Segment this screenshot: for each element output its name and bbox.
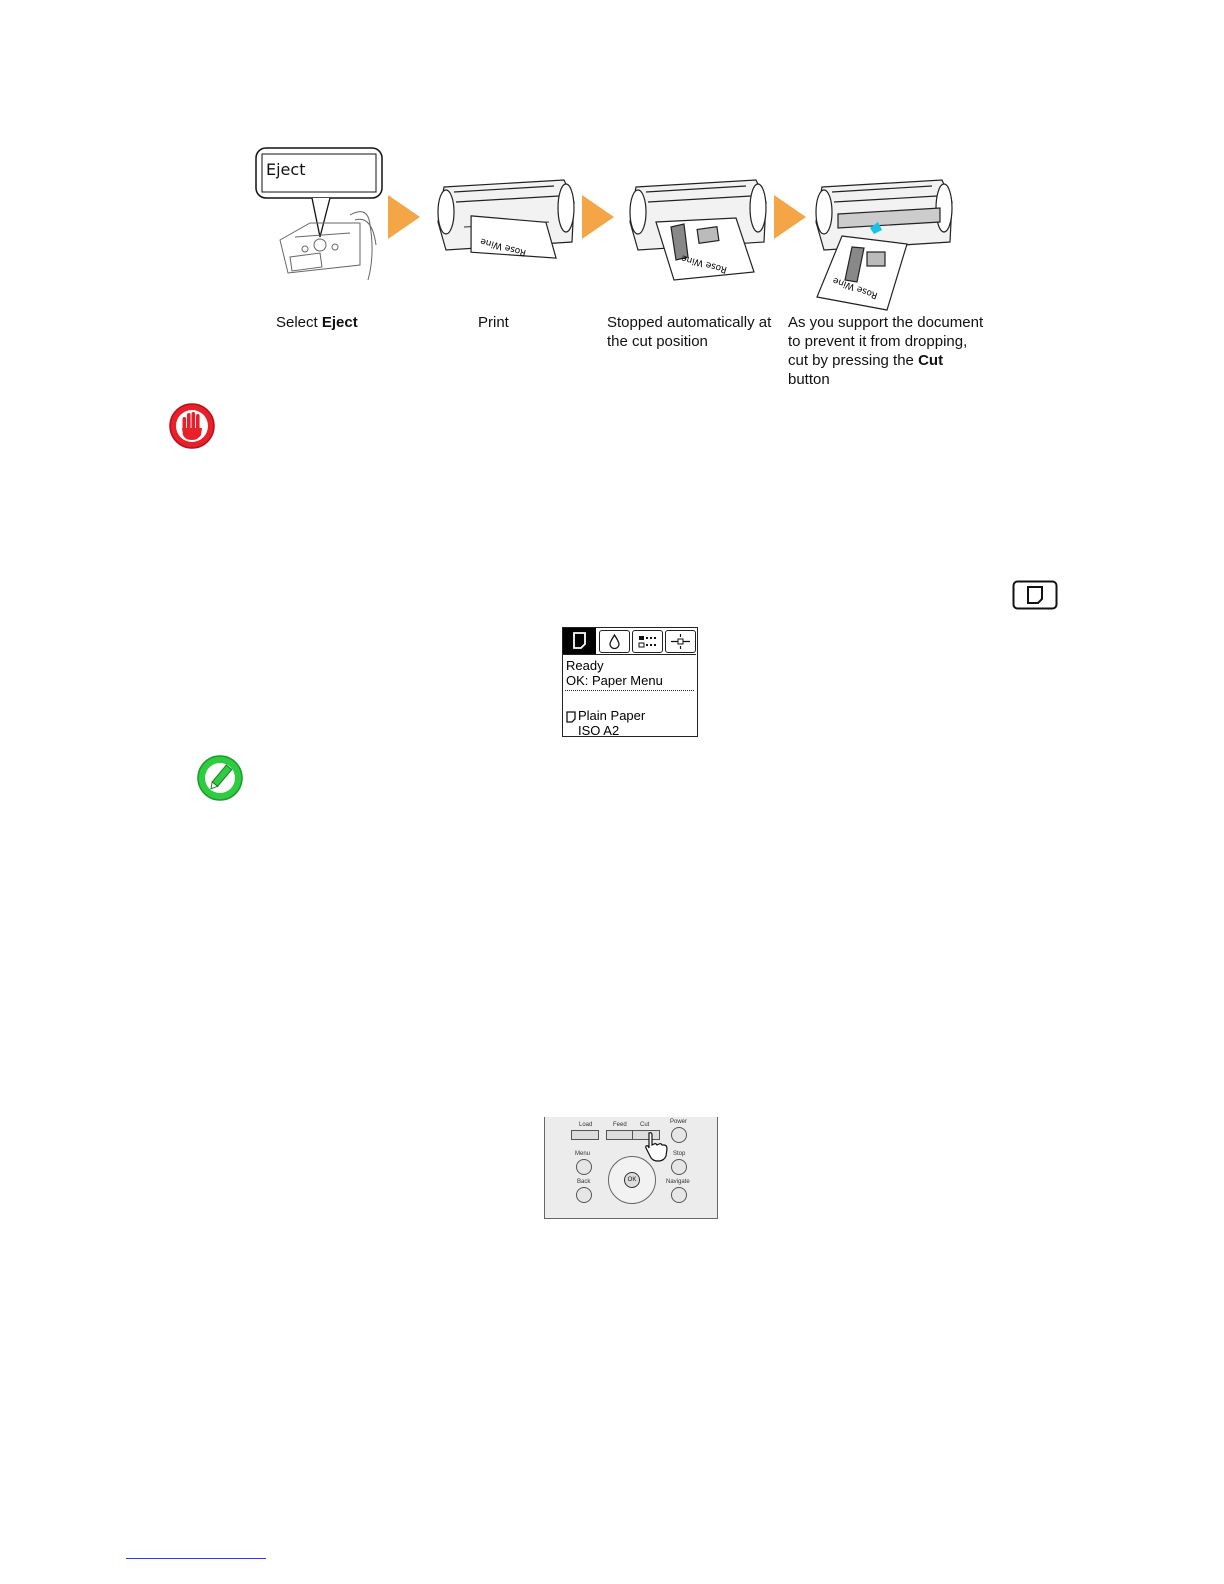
paper-type-icon — [566, 711, 576, 723]
feed-button[interactable] — [606, 1130, 634, 1140]
lcd-tab-ink[interactable] — [599, 630, 630, 653]
load-label: Load — [579, 1122, 592, 1128]
lcd-tab-paper[interactable] — [563, 628, 596, 654]
printer-printing-illustration: Rose Wine — [434, 172, 579, 267]
footer-link-underline[interactable] — [126, 1558, 266, 1559]
lcd-paper-type: Plain Paper — [578, 708, 645, 723]
step-caption-2: Print — [478, 313, 598, 332]
navigate-label: Navigate — [666, 1179, 690, 1185]
lcd-ok-hint: OK: Paper Menu — [566, 673, 663, 688]
ok-label: OK — [628, 1177, 637, 1183]
cut-label: Cut — [640, 1122, 649, 1128]
menu-button[interactable] — [576, 1159, 592, 1175]
lcd-tab-menu[interactable] — [632, 630, 663, 653]
step-caption-4: As you support the document to prevent i… — [788, 313, 988, 389]
menu-grid-icon — [633, 631, 662, 652]
navigate-button[interactable] — [671, 1187, 687, 1203]
load-button[interactable] — [571, 1130, 599, 1140]
callout-eject-text: Eject — [266, 160, 305, 179]
control-panel-illustration: Load Feed Cut Power Menu Stop Back Navig… — [544, 1117, 718, 1219]
step-caption-3: Stopped automatically at the cut positio… — [607, 313, 777, 351]
lcd-divider — [565, 690, 694, 691]
settings-icon — [666, 631, 695, 652]
power-label: Power — [670, 1119, 687, 1125]
lcd-status-ready: Ready — [566, 658, 604, 673]
ink-drop-icon — [600, 631, 629, 652]
back-button[interactable] — [576, 1187, 592, 1203]
step-arrow — [582, 195, 614, 239]
paper-tab-icon — [1012, 580, 1058, 610]
note-pencil-icon — [196, 754, 244, 802]
paper-tab-icon — [563, 628, 596, 654]
lcd-screen: Ready OK: Paper Menu Plain Paper ISO A2 — [562, 627, 698, 737]
menu-label: Menu — [575, 1151, 590, 1157]
power-button[interactable] — [671, 1127, 687, 1143]
important-hand-icon — [168, 402, 216, 450]
step-arrow — [774, 195, 806, 239]
stop-label: Stop — [673, 1151, 685, 1157]
step-caption-1: Select Eject — [276, 313, 426, 332]
ok-button[interactable]: OK — [624, 1172, 640, 1188]
lcd-tab-settings[interactable] — [665, 630, 696, 653]
printer-stopped-illustration: Rose Wine — [626, 172, 776, 282]
stop-button[interactable] — [671, 1159, 687, 1175]
lcd-paper-size: ISO A2 — [578, 723, 619, 738]
feed-label: Feed — [613, 1122, 627, 1128]
step-arrow — [388, 195, 420, 239]
printer-cut-illustration: Rose Wine — [812, 172, 962, 312]
pointing-hand-icon — [643, 1131, 669, 1163]
cut-steps-illustration: Eject Rose Wine Rose Wine — [240, 140, 1000, 390]
lcd-tab-bar — [563, 628, 696, 655]
back-label: Back — [577, 1179, 590, 1185]
